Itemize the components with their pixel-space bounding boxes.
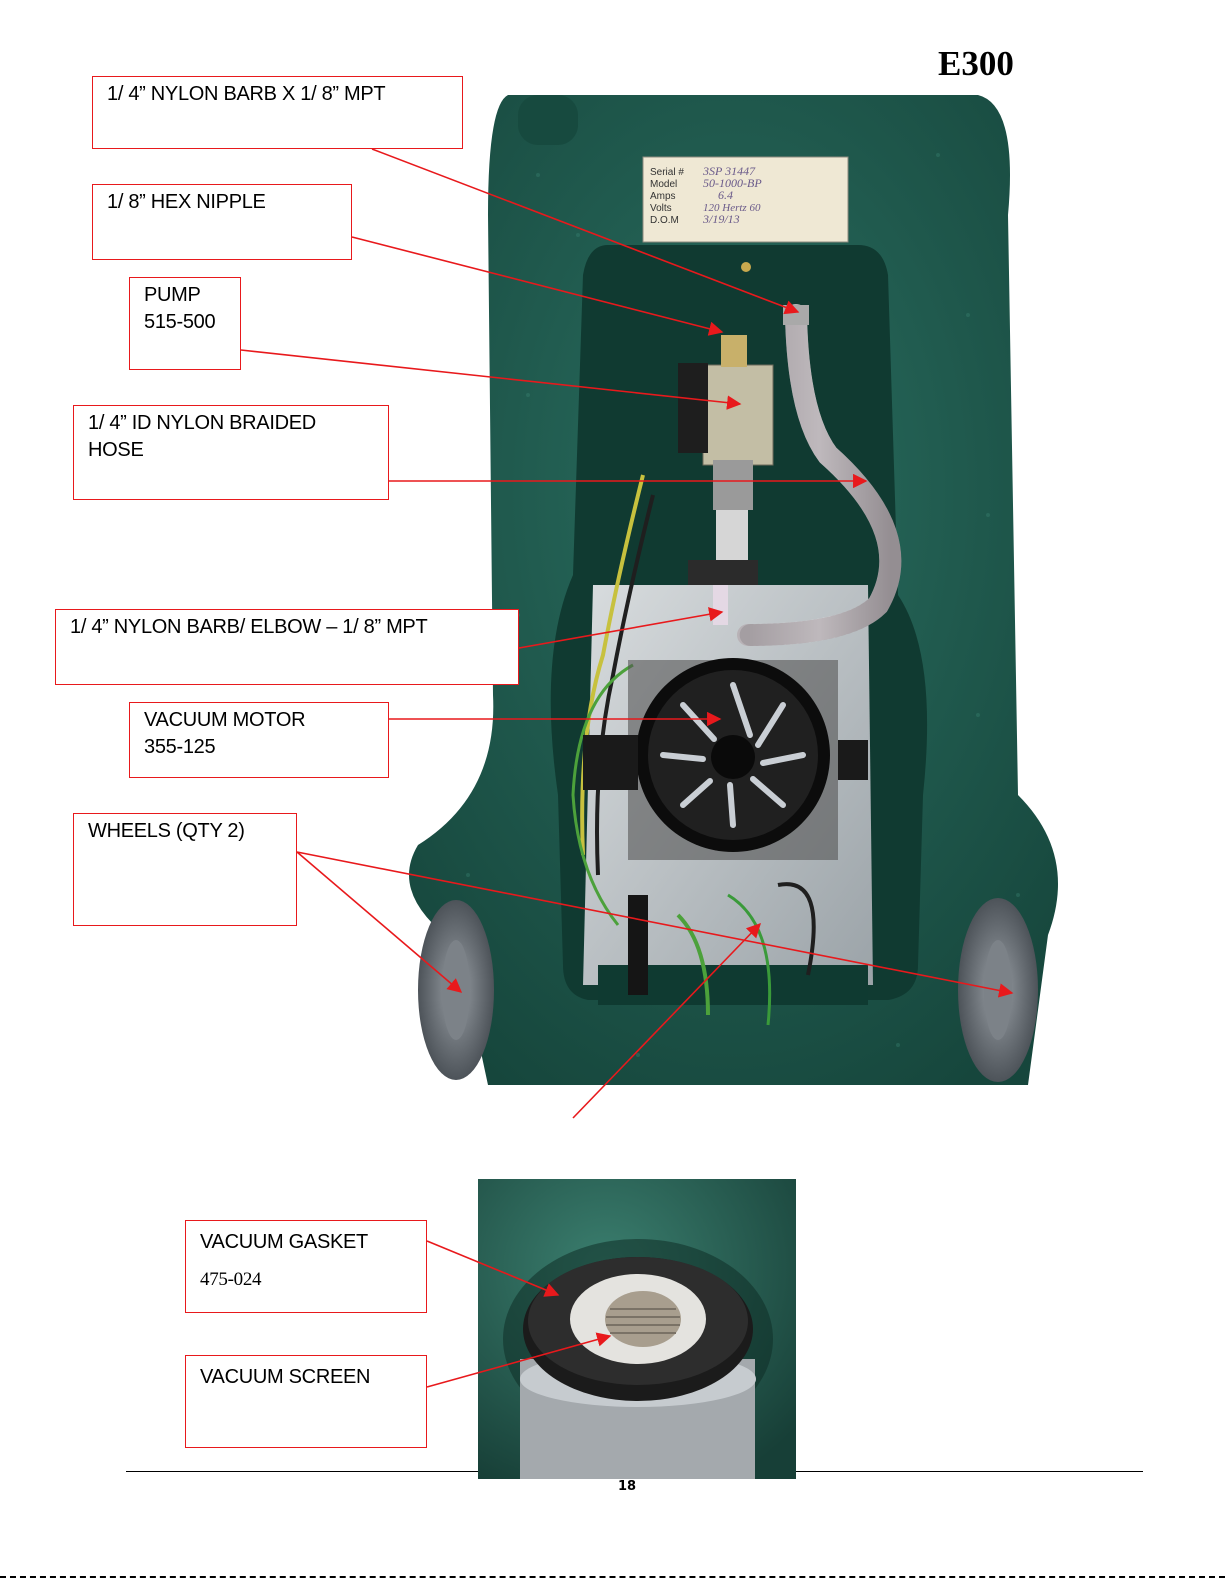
plate-field-serial: Serial # bbox=[650, 167, 684, 178]
callout-vacuum-gasket-part-number: 475-024 bbox=[200, 1266, 412, 1293]
page-number: 18 bbox=[618, 1479, 636, 1494]
callout-elbow-text: 1/ 4” NYLON BARB/ ELBOW – 1/ 8” MPT bbox=[70, 614, 504, 641]
callout-pump-name: PUMP bbox=[144, 282, 226, 309]
callout-vacuum-motor-name: VACUUM MOTOR bbox=[144, 707, 374, 734]
callout-vacuum-screen-text: VACUUM SCREEN bbox=[200, 1364, 412, 1391]
left-wheel bbox=[418, 900, 494, 1080]
footer-rule-left bbox=[126, 1471, 478, 1472]
vacuum-screen bbox=[605, 1291, 681, 1347]
callout-vacuum-motor-part-number: 355-125 bbox=[144, 734, 374, 761]
footer-rule-right bbox=[796, 1471, 1143, 1472]
model-title: E300 bbox=[938, 44, 1014, 84]
page-bottom-rule bbox=[0, 1576, 1225, 1578]
callout-braided-hose: 1/ 4” ID NYLON BRAIDED HOSE bbox=[73, 405, 389, 500]
callout-vacuum-gasket: VACUUM GASKET 475-024 bbox=[185, 1220, 427, 1313]
plate-field-dom: D.O.M bbox=[650, 215, 679, 226]
plate-value-amps: 6.4 bbox=[718, 188, 733, 202]
callout-hex-nipple-text: 1/ 8” HEX NIPPLE bbox=[107, 189, 337, 216]
callout-pump: PUMP 515-500 bbox=[129, 277, 241, 370]
right-wheel bbox=[958, 898, 1038, 1082]
main-photo: Serial # Model Amps Volts D.O.M 3SP 3144… bbox=[378, 95, 1058, 1090]
callout-nylon-barb: 1/ 4” NYLON BARB X 1/ 8” MPT bbox=[92, 76, 463, 149]
callout-nylon-barb-text: 1/ 4” NYLON BARB X 1/ 8” MPT bbox=[107, 81, 448, 108]
label-plate: Serial # Model Amps Volts D.O.M 3SP 3144… bbox=[643, 157, 848, 242]
plate-field-model: Model bbox=[650, 179, 677, 190]
plate-field-volts: Volts bbox=[650, 203, 672, 214]
callout-wheels: WHEELS (QTY 2) bbox=[73, 813, 297, 926]
callout-elbow: 1/ 4” NYLON BARB/ ELBOW – 1/ 8” MPT bbox=[55, 609, 519, 685]
callout-braided-hose-line2: HOSE bbox=[88, 437, 374, 464]
callout-vacuum-motor: VACUUM MOTOR 355-125 bbox=[129, 702, 389, 778]
inset-photo bbox=[478, 1179, 796, 1479]
callout-vacuum-screen: VACUUM SCREEN bbox=[185, 1355, 427, 1448]
callout-braided-hose-line1: 1/ 4” ID NYLON BRAIDED bbox=[88, 410, 374, 437]
callout-hex-nipple: 1/ 8” HEX NIPPLE bbox=[92, 184, 352, 260]
callout-vacuum-gasket-name: VACUUM GASKET bbox=[200, 1229, 412, 1256]
plate-field-amps: Amps bbox=[650, 191, 676, 202]
plate-value-dom: 3/19/13 bbox=[702, 212, 740, 226]
callout-pump-part-number: 515-500 bbox=[144, 309, 226, 336]
callout-wheels-text: WHEELS (QTY 2) bbox=[88, 818, 282, 845]
